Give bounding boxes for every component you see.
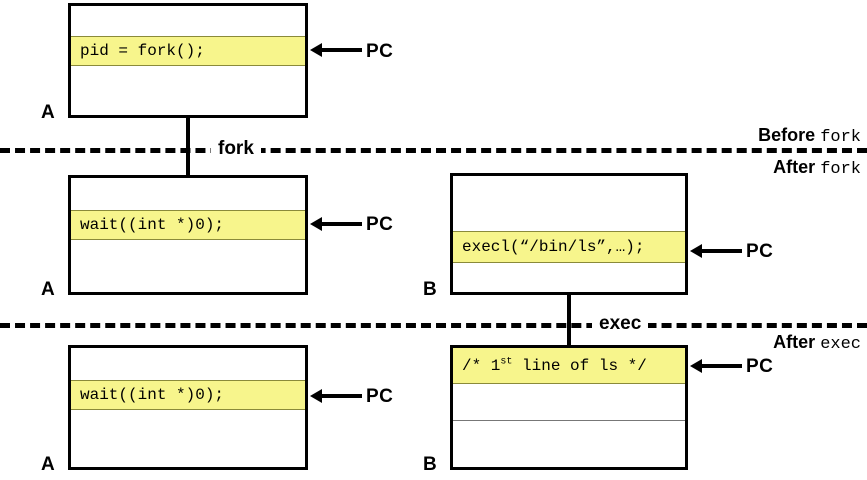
connector-exec <box>567 295 571 347</box>
code-line-prefix: /* 1 <box>462 356 501 375</box>
arrow-shaft <box>321 48 362 52</box>
box-row-code: wait((int *)0); <box>71 380 305 410</box>
code-line-text: execl(“/bin/ls”,…); <box>462 238 645 256</box>
process-box-b-after-fork: execl(“/bin/ls”,…); <box>450 173 688 295</box>
pc-arrow-a-before-fork <box>310 42 362 58</box>
box-row-blank-top <box>453 176 685 231</box>
box-row-blank-top <box>71 348 305 380</box>
pc-arrow-a-after-fork <box>310 216 362 232</box>
pc-label-b-after-exec: PC <box>746 356 774 377</box>
separator-label-exec: exec <box>592 314 649 333</box>
box-row-blank-bottom <box>453 421 685 467</box>
caption-before-fork-strong: Before <box>758 125 816 145</box>
box-row-blank-bottom <box>71 240 305 292</box>
pc-label-a-after-exec: PC <box>366 386 394 407</box>
arrow-shaft <box>701 364 742 368</box>
code-line-text: wait((int *)0); <box>80 216 225 234</box>
box-row-code: /* 1st line of ls */ <box>453 348 685 384</box>
caption-after-exec-strong: After <box>773 332 816 352</box>
process-box-a-after-fork: wait((int *)0); <box>68 175 308 295</box>
pc-label-a-after-fork: PC <box>366 214 394 235</box>
process-label-b-after-fork: B <box>423 279 437 300</box>
arrow-shaft <box>321 222 362 226</box>
pc-arrow-b-after-exec <box>690 358 742 374</box>
process-box-a-after-exec: wait((int *)0); <box>68 345 308 470</box>
caption-after-fork-mono: fork <box>820 160 861 179</box>
arrow-shaft <box>701 249 742 253</box>
code-line-text: pid = fork(); <box>80 42 205 60</box>
separator-line-fork <box>0 148 867 153</box>
process-box-b-after-exec: /* 1st line of ls */ <box>450 345 688 470</box>
separator-label-fork: fork <box>211 139 261 158</box>
box-row-blank-bottom <box>453 263 685 292</box>
arrow-head-icon <box>310 389 322 403</box>
caption-after-fork-strong: After <box>773 157 816 177</box>
box-row-blank-top <box>71 6 305 36</box>
caption-before-fork: Before fork <box>758 126 861 146</box>
box-row-code: pid = fork(); <box>71 36 305 66</box>
process-label-b-after-exec: B <box>423 454 437 475</box>
pc-arrow-a-after-exec <box>310 388 362 404</box>
arrow-shaft <box>321 394 362 398</box>
caption-after-fork: After fork <box>773 158 861 178</box>
box-row-blank-middle <box>453 384 685 421</box>
process-label-a-after-exec: A <box>41 454 55 475</box>
process-label-a-after-fork: A <box>41 279 55 300</box>
box-row-blank-bottom <box>71 410 305 467</box>
box-row-blank-bottom <box>71 66 305 115</box>
arrow-head-icon <box>310 43 322 57</box>
pc-arrow-b-after-fork <box>690 243 742 259</box>
box-row-blank-top <box>71 178 305 210</box>
arrow-head-icon <box>690 244 702 258</box>
code-line-text: wait((int *)0); <box>80 386 225 404</box>
pc-label-a-before-fork: PC <box>366 41 394 62</box>
connector-fork-parent <box>186 118 190 175</box>
process-label-a-before-fork: A <box>41 102 55 123</box>
box-row-code: wait((int *)0); <box>71 210 305 240</box>
code-line-suffix: line of ls */ <box>512 356 647 375</box>
caption-before-fork-mono: fork <box>820 128 861 147</box>
code-line-text: /* 1st line of ls */ <box>453 357 647 375</box>
process-box-a-before-fork: pid = fork(); <box>68 3 308 118</box>
pc-label-b-after-fork: PC <box>746 241 774 262</box>
box-row-code: execl(“/bin/ls”,…); <box>453 231 685 263</box>
arrow-head-icon <box>310 217 322 231</box>
arrow-head-icon <box>690 359 702 373</box>
caption-after-exec: After exec <box>773 333 861 353</box>
code-line-superscript: st <box>500 356 513 368</box>
separator-line-exec <box>0 323 867 328</box>
caption-after-exec-mono: exec <box>820 335 861 354</box>
